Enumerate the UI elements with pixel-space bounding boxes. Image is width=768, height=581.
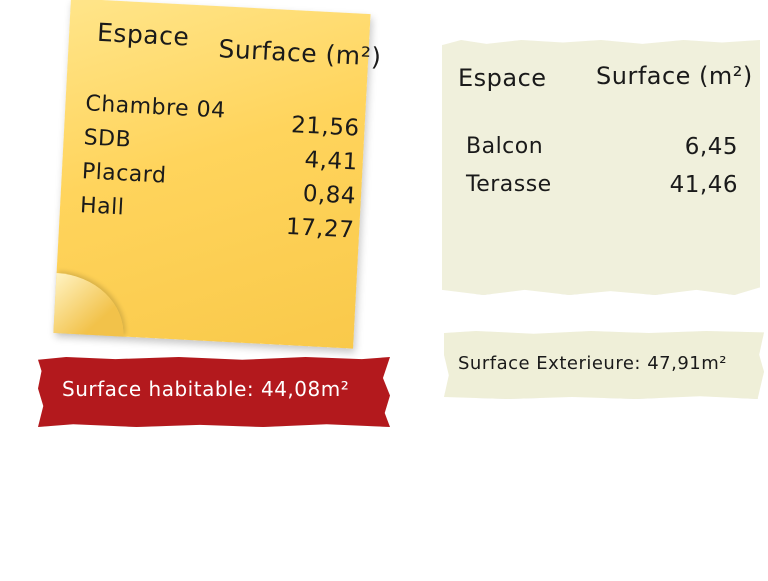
space-surface: 41,46 [669,172,738,198]
interior-header-surface: Surface (m²) [217,34,383,72]
room-name: Placard [81,159,168,189]
exterior-total-tape: Surface Exterieure: 47,91m² [444,331,764,399]
page-curl-icon [53,273,127,337]
habitable-total-text: Surface habitable: 44,08m² [62,377,350,401]
room-name: SDB [83,125,132,153]
room-surface: 17,27 [285,213,355,244]
room-name: Chambre 04 [84,91,227,124]
space-surface: 6,45 [684,134,738,160]
interior-rows: Chambre 04 21,56 SDB 4,41 Placard 0,84 H… [79,91,361,244]
exterior-paper-note: Espace Surface (m²) Balcon 6,45 Terasse … [442,40,760,295]
interior-sticky-note: Espace Surface (m²) Chambre 04 21,56 SDB… [53,0,382,349]
table-row: Terasse 41,46 [466,172,738,202]
space-name: Terasse [466,172,552,197]
exterior-header-surface: Surface (m²) [596,62,753,90]
habitable-total-tape: Surface habitable: 44,08m² [38,357,390,427]
table-row: Balcon 6,45 [466,134,738,164]
exterior-header-espace: Espace [458,64,547,92]
interior-header-espace: Espace [96,17,191,52]
room-name: Hall [79,193,125,221]
exterior-total-text: Surface Exterieure: 47,91m² [458,353,727,374]
space-name: Balcon [466,134,544,159]
